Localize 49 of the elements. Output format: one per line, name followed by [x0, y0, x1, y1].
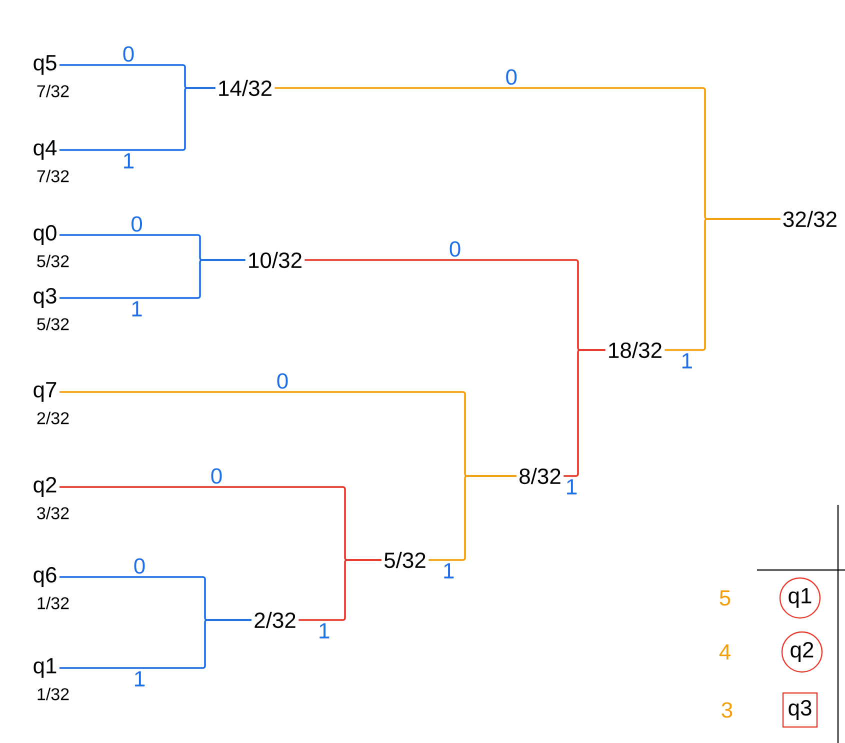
edge-label: 1	[135, 671, 145, 686]
table-cell: 5	[720, 590, 730, 606]
probability-label: 5/32	[37, 318, 69, 330]
edge-label: 0	[211, 468, 222, 484]
tree-edge	[59, 619, 252, 669]
tree-edge	[664, 218, 780, 351]
edge-label: 1	[124, 153, 134, 168]
weight-label: 8/32	[520, 468, 560, 484]
probability-label: 1/32	[38, 688, 69, 700]
probability-label: 2/32	[37, 412, 69, 424]
edge-label: 0	[132, 216, 142, 232]
leaf-label: q1	[34, 658, 56, 678]
leaf-label: q4	[34, 140, 57, 160]
weight-label: 18/32	[609, 342, 662, 358]
weight-label: 5/32	[384, 552, 426, 568]
leaf-label: q2	[34, 477, 56, 497]
tree-edge	[298, 559, 382, 621]
probability-label: 7/32	[37, 170, 69, 182]
leaf-label: q6	[34, 567, 56, 587]
edge-label: 0	[506, 69, 517, 85]
leaf-label: q7	[34, 382, 56, 402]
table-cell: 3	[722, 702, 732, 718]
weight-label: 2/32	[254, 612, 296, 628]
circled-cell: q2	[781, 631, 823, 673]
tree-edge	[59, 87, 216, 151]
edge-label: 1	[444, 563, 454, 578]
edge-label: 0	[277, 373, 288, 389]
probability-label: 3/32	[37, 506, 69, 520]
edge-label: 1	[567, 479, 577, 494]
edge-label: 0	[134, 558, 145, 574]
circled-cell: q1	[779, 577, 821, 619]
edge-label: 0	[123, 46, 134, 62]
edge-label: 1	[320, 623, 330, 638]
weight-label: 32/32	[783, 210, 836, 228]
table-cell: 4	[719, 644, 730, 660]
tree-edge	[428, 475, 516, 561]
tree-edge	[59, 259, 246, 299]
leaf-label: q5	[34, 55, 56, 75]
edge-label: 1	[682, 353, 692, 368]
edge-label: 1	[132, 301, 142, 316]
leaf-label: q3	[34, 288, 56, 308]
leaf-label: q0	[34, 225, 56, 245]
circled-cell: q3	[782, 692, 818, 728]
probability-label: 7/32	[37, 84, 69, 98]
probability-label: 1/32	[38, 596, 69, 610]
edge-label: 0	[450, 241, 460, 257]
weight-label: 14/32	[219, 80, 272, 96]
weight-label: 10/32	[249, 252, 302, 268]
probability-label: 5/32	[37, 254, 69, 268]
